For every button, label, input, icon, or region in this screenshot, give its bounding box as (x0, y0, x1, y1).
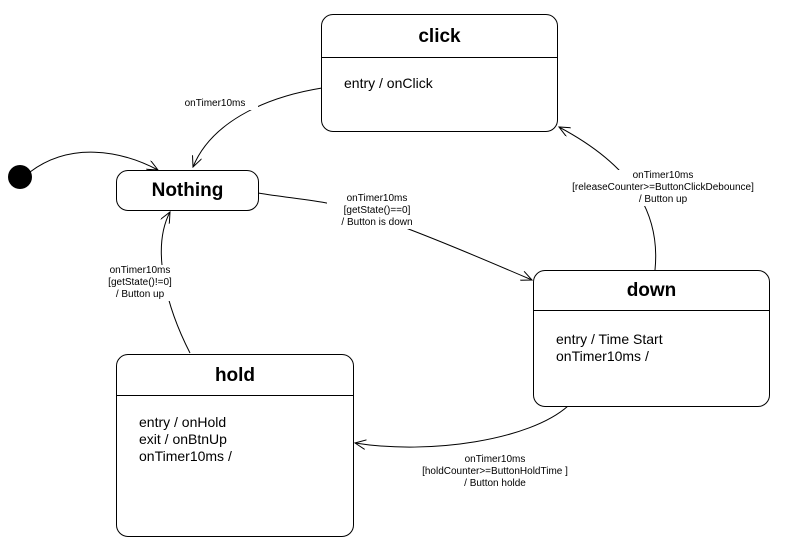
label-line: [releaseCounter>=ButtonClickDebounce] (572, 182, 754, 193)
arrow-down-to-hold (355, 405, 569, 447)
label-line: onTimer10ms (464, 454, 526, 465)
state-down-title: down (534, 271, 769, 311)
label-down-to-click: onTimer10ms [releaseCounter>=ButtonClick… (565, 170, 761, 206)
label-click-to-nothing: onTimer10ms (172, 98, 258, 110)
label-nothing-to-down: onTimer10ms [getState()==0] / Button is … (327, 193, 427, 229)
state-click-title: click (322, 15, 557, 58)
state-hold: hold entry / onHold exit / onBtnUp onTim… (116, 354, 354, 537)
label-line: / Button is down (341, 217, 413, 228)
state-down-body: entry / Time Start onTimer10ms / (534, 311, 769, 365)
state-hold-line: exit / onBtnUp (139, 431, 227, 447)
state-click: click entry / onClick (321, 14, 558, 132)
state-click-body: entry / onClick (322, 58, 557, 92)
label-line: / Button up (638, 194, 688, 205)
label-line: [getState()!=0] (108, 277, 172, 288)
state-down: down entry / Time Start onTimer10ms / (533, 270, 770, 407)
label-line: [getState()==0] (343, 205, 411, 216)
state-click-line: entry / onClick (344, 75, 433, 91)
label-line: onTimer10ms (632, 170, 694, 181)
label-down-to-hold: onTimer10ms [holdCounter>=ButtonHoldTime… (415, 454, 575, 490)
label-line: / Button up (115, 289, 165, 300)
state-hold-line: entry / onHold (139, 414, 227, 430)
label-line: / Button holde (464, 478, 526, 489)
label-line: onTimer10ms (184, 98, 246, 109)
state-hold-line: onTimer10ms / (139, 448, 232, 464)
label-line: onTimer10ms (109, 265, 171, 276)
arrow-initial-to-nothing (29, 151, 158, 173)
arrow-click-to-nothing (193, 87, 323, 167)
state-nothing-title: Nothing (151, 179, 224, 201)
initial-state-dot (8, 165, 32, 189)
state-hold-title: hold (117, 355, 353, 396)
state-down-line: entry / Time Start (556, 331, 663, 347)
state-nothing: Nothing (116, 170, 259, 211)
label-hold-to-nothing: onTimer10ms [getState()!=0] / Button up (100, 265, 180, 301)
label-line: [holdCounter>=ButtonHoldTime ] (422, 466, 568, 477)
state-hold-body: entry / onHold exit / onBtnUp onTimer10m… (117, 396, 353, 465)
state-down-line: onTimer10ms / (556, 348, 649, 364)
label-line: onTimer10ms (346, 193, 408, 204)
